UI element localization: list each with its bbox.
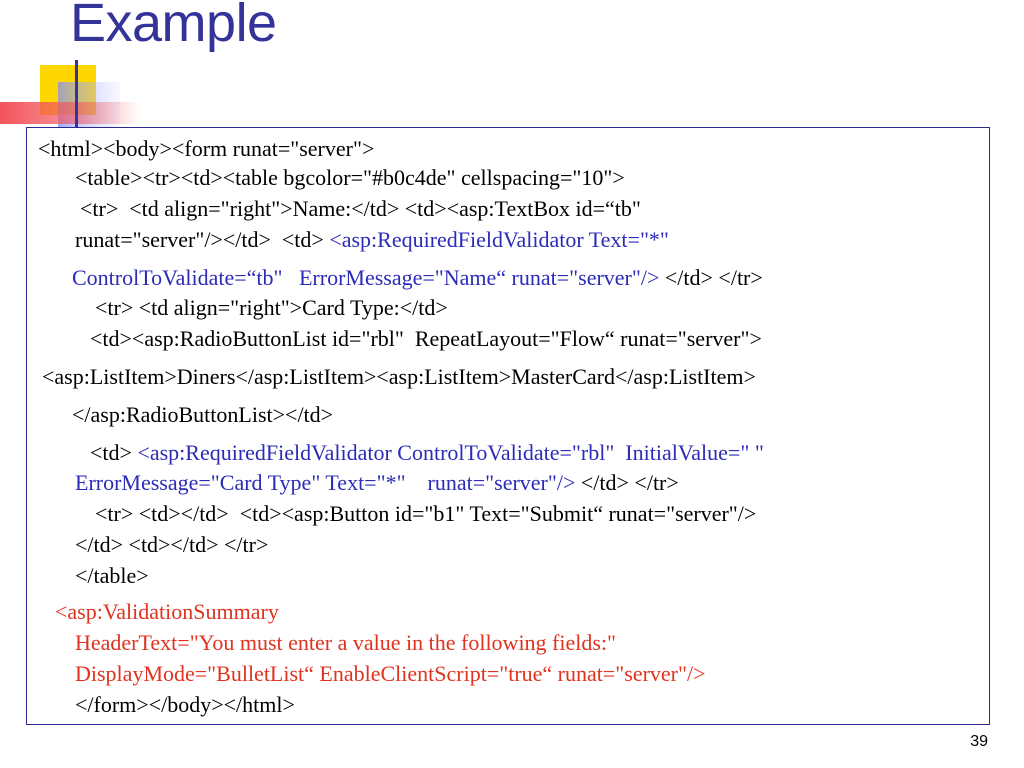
code-line: <td> <asp:RequiredFieldValidator Control… <box>90 440 764 465</box>
red-bar <box>0 102 140 124</box>
blue-line <box>75 60 78 135</box>
code-line: <td><asp:RadioButtonList id="rbl" Repeat… <box>90 326 762 351</box>
code-line: <asp:ListItem>Diners</asp:ListItem><asp:… <box>42 364 756 389</box>
code-line: <tr> <td align="right">Name:</td> <td><a… <box>80 196 641 221</box>
page-number: 39 <box>970 733 988 750</box>
code-box <box>26 127 990 725</box>
summary-code: <asp:ValidationSummary <box>55 599 279 624</box>
validator-code: <asp:RequiredFieldValidator Text="*" <box>329 227 669 252</box>
code-line: </table> <box>75 563 149 588</box>
code-line: <table><tr><td><table bgcolor="#b0c4de" … <box>75 165 625 190</box>
title-decoration <box>0 60 140 135</box>
validator-code: ControlToValidate=“tb" ErrorMessage="Nam… <box>72 265 660 290</box>
code-line: ControlToValidate=“tb" ErrorMessage="Nam… <box>72 265 763 290</box>
validator-code: ErrorMessage="Card Type" Text="*" runat=… <box>75 470 576 495</box>
code-line: runat="server"/></td> <td> <asp:Required… <box>75 227 669 252</box>
code-line: </td> <td></td> </tr> <box>75 532 269 557</box>
code-line: </asp:RadioButtonList></td> <box>72 402 334 427</box>
summary-code: HeaderText="You must enter a value in th… <box>75 630 617 655</box>
code-line: <html><body><form runat="server"> <box>38 136 375 161</box>
code-line: <tr> <td></td> <td><asp:Button id="b1" T… <box>95 501 757 526</box>
code-line: ErrorMessage="Card Type" Text="*" runat=… <box>75 470 679 495</box>
validator-code: <asp:RequiredFieldValidator ControlToVal… <box>137 440 764 465</box>
summary-code: DisplayMode="BulletList“ EnableClientScr… <box>75 661 706 686</box>
code-line: </form></body></html> <box>75 692 295 717</box>
code-line: <tr> <td align="right">Card Type:</td> <box>95 295 448 320</box>
slide-title: Example <box>70 0 277 53</box>
